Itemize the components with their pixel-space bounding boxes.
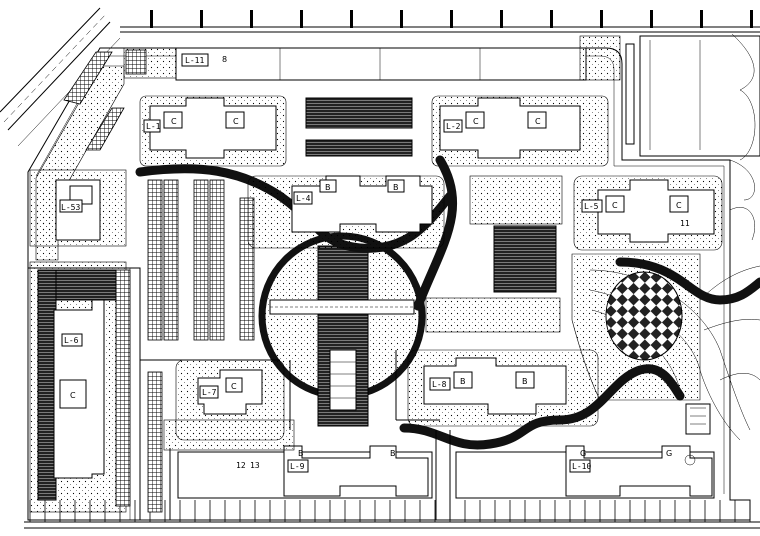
building-l8-tag: L-9: [290, 462, 305, 471]
fence-post: [650, 10, 653, 28]
building-l8: L-9 B B 12 13: [177, 445, 433, 499]
fence-post: [150, 10, 153, 28]
north-green-pocket-2: [579, 35, 621, 81]
building-l6-tag: L-7: [202, 388, 217, 397]
building-l2-tag: L-2: [446, 122, 461, 131]
east-landscape: [571, 159, 760, 441]
east-central-parking: [493, 225, 557, 293]
building-l1-tag: L-1: [146, 122, 161, 131]
fence-post: [600, 10, 603, 28]
east-central-green: [469, 175, 563, 225]
building-l8-mark-b: B: [390, 449, 396, 458]
label-11: 11: [680, 219, 690, 228]
building-l11: L-11 8: [175, 47, 587, 81]
west-diagonal-parking-2: [85, 107, 125, 151]
fence-post: [350, 10, 353, 28]
fence-post: [200, 10, 203, 28]
building-l2-mark-a: C: [473, 117, 479, 126]
building-l2-mark-b: C: [535, 117, 541, 126]
fence-post: [300, 10, 303, 28]
building-l10: L-6 C: [29, 261, 131, 513]
fence-post: [500, 10, 503, 28]
west-diagonal-parking: [63, 51, 113, 105]
fence-post: [750, 10, 753, 28]
building-l5-mark-b: C: [676, 201, 682, 210]
building-l6-mark: C: [231, 382, 237, 391]
building-l10-tag: L-6: [64, 336, 79, 345]
building-l4-tag: L-4: [296, 194, 311, 203]
north-parking: [125, 49, 147, 75]
south-fence: [24, 500, 760, 529]
building-l7-mark-b: B: [522, 377, 528, 386]
building-l10-mark: C: [70, 391, 76, 400]
l7-road: [395, 350, 440, 421]
east-edge-details: [625, 43, 711, 435]
northeast-contour: [731, 33, 756, 161]
east-curved-path: [413, 155, 458, 311]
building-l5-tag: L-5: [584, 202, 599, 211]
south-parking-column: [147, 371, 163, 513]
fence-post: [700, 10, 703, 28]
building-l4-mark-b: B: [393, 183, 399, 192]
south-entrance-road: [435, 430, 451, 520]
building-l1-mark-b: C: [233, 117, 239, 126]
building-l1-mark-a: C: [171, 117, 177, 126]
building-l9-mark-b: G: [666, 449, 672, 458]
building-l5-mark-a: C: [612, 201, 618, 210]
northeast-building: [639, 35, 760, 157]
building-l9-mark-a: G: [580, 449, 586, 458]
building-l7-tag: L-8: [432, 380, 447, 389]
building-l11-tag: L-11: [185, 56, 204, 65]
building-l7: L-8 B B: [407, 349, 599, 427]
building-l53-tag: L-53: [61, 203, 80, 212]
central-east-green-strip: [425, 297, 561, 333]
south-wavy-path: [399, 364, 685, 450]
building-l4: L-4 B B: [247, 175, 445, 249]
north-fence: [120, 10, 760, 33]
building-l7-mark-a: B: [460, 377, 466, 386]
west-road: [28, 267, 141, 520]
building-l9-tag: L-10: [572, 462, 591, 471]
building-l1: L-1 C C: [143, 97, 277, 159]
label-12: 12: [236, 461, 246, 470]
central-parking-north-2: [305, 139, 413, 157]
west-parking-columns: [147, 179, 255, 341]
south-green-strip: [163, 419, 295, 451]
label-13: 13: [250, 461, 260, 470]
south-road: [140, 359, 291, 430]
central-plaza: [258, 232, 426, 427]
fence-post: [400, 10, 403, 28]
fence-post: [450, 10, 453, 28]
building-l5: L-5 C C 11: [573, 175, 723, 251]
building-l11-mark: 8: [222, 55, 227, 64]
fence-post: [550, 10, 553, 28]
central-parking-north: [305, 97, 413, 129]
building-l8-mark-a: B: [298, 449, 304, 458]
building-l4-mark-a: B: [325, 183, 331, 192]
building-l9: L-10 G G: [455, 445, 715, 499]
building-l53: L-53: [29, 169, 127, 247]
building-l2: L-2 C C: [439, 97, 581, 159]
fence-post: [250, 10, 253, 28]
